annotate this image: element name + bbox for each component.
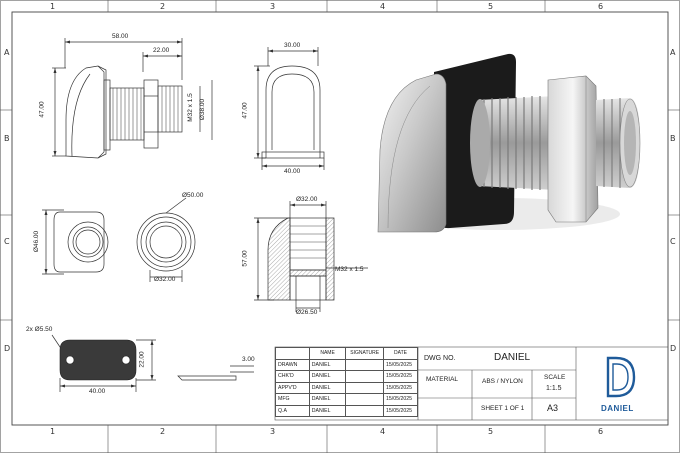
zone-row-d-left: D — [4, 344, 11, 353]
zone-col-3-top: 3 — [270, 2, 276, 11]
dim-plate-width: 40.00 — [89, 388, 106, 395]
dim-plate-holes: 2x Ø5.50 — [26, 326, 53, 333]
dim-front-base-width: 40.00 — [284, 168, 301, 175]
zone-row-b-left: B — [4, 134, 10, 143]
title-block-row: CHK'D DANIEL 15/05/2025 — [275, 370, 418, 383]
size-value: A3 — [547, 403, 559, 413]
zone-col-5-bottom: 5 — [488, 427, 494, 436]
zone-row-c-right: C — [670, 237, 676, 246]
title-block-table: NAME SIGNATURE DATE DRAWN DANIEL 15/05/2… — [275, 347, 418, 417]
zone-row-b-right: B — [670, 134, 676, 143]
material-value: ABS / NYLON — [482, 378, 523, 385]
zone-row-c-left: C — [4, 237, 10, 246]
dim-front-top-width: 30.00 — [284, 42, 301, 49]
zone-col-4-bottom: 4 — [380, 427, 386, 436]
zone-col-1-bottom: 1 — [50, 427, 56, 436]
dim-side-thread-length: 22.00 — [153, 47, 170, 54]
dim-section-thread-spec: M32 x 1.5 — [335, 266, 364, 273]
dim-plate-thickness: 3.00 — [242, 356, 255, 363]
row-date: 15/05/2025 — [383, 370, 418, 383]
logo-text: DANIEL — [601, 404, 634, 413]
dim-side-overall-length: 58.00 — [112, 33, 129, 40]
zone-col-5-top: 5 — [488, 2, 494, 11]
zone-col-4-top: 4 — [380, 2, 386, 11]
zone-col-1-top: 1 — [50, 2, 56, 11]
dim-section-top-dia: Ø32.00 — [296, 196, 318, 203]
scale-label: SCALE — [544, 374, 566, 381]
dwg-no-label: DWG NO. — [424, 355, 456, 362]
zone-row-d-right: D — [670, 344, 677, 353]
zone-col-6-bottom: 6 — [598, 427, 604, 436]
zone-col-6-top: 6 — [598, 2, 604, 11]
title-block-row: Q.A DANIEL 15/05/2025 — [275, 404, 418, 417]
zone-col-3-bottom: 3 — [270, 427, 276, 436]
zone-col-2-top: 2 — [160, 2, 166, 11]
dim-round-outer-dia: Ø50.00 — [182, 192, 204, 199]
row-role: Q.A — [275, 404, 310, 417]
row-date: 15/05/2025 — [383, 404, 418, 417]
material-label: MATERIAL — [426, 376, 459, 383]
title-block-row: DRAWN DANIEL 15/05/2025 — [275, 358, 418, 371]
zone-row-a-left: A — [4, 48, 10, 57]
dim-round-inner-dia: Ø32.00 — [154, 276, 176, 283]
scale-value: 1:1.5 — [546, 385, 562, 392]
sheet-label: SHEET 1 OF 1 — [481, 405, 525, 412]
dwg-no-value: DANIEL — [494, 352, 531, 363]
zone-row-a-right: A — [670, 48, 676, 57]
dim-section-bottom-dia: Ø26.50 — [296, 309, 318, 316]
zone-col-2-bottom: 2 — [160, 427, 166, 436]
